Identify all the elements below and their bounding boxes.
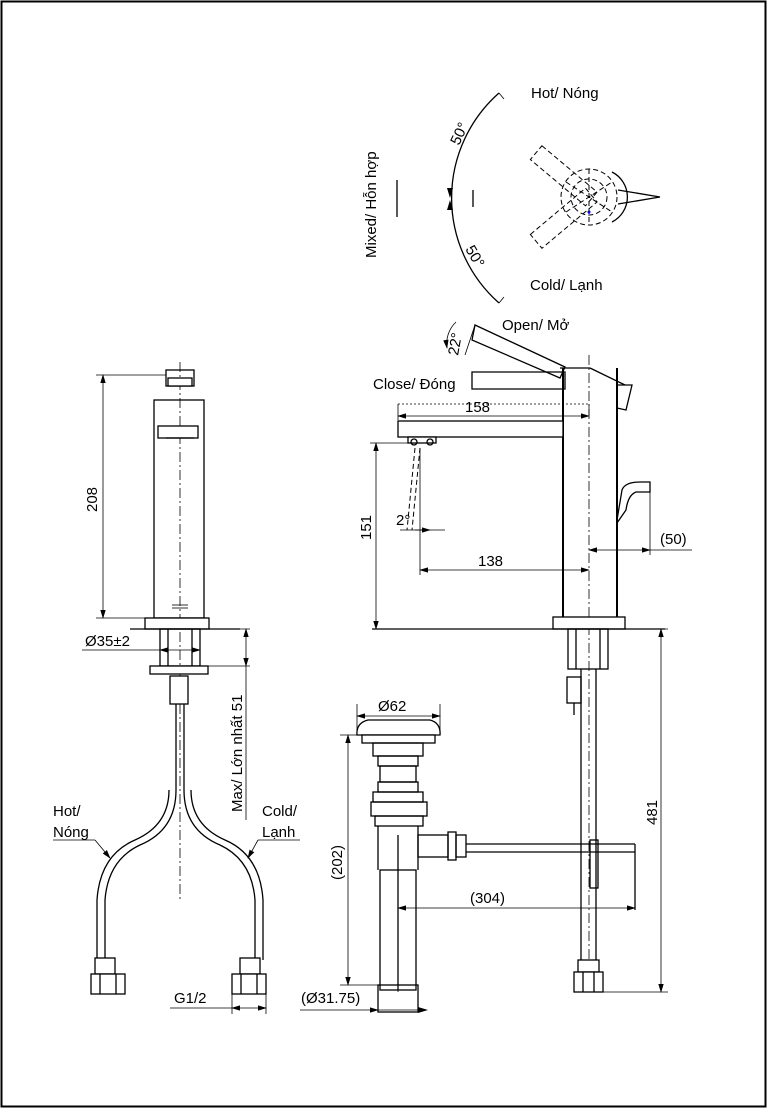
g-thread-label: G1/2 [174, 990, 207, 1007]
faucet-front-view [90, 362, 267, 995]
dim-138-label: 138 [478, 553, 503, 570]
dim-202 [340, 734, 380, 986]
hot-fitting [90, 973, 126, 995]
dim-208 [96, 374, 166, 619]
handle-top-view [396, 92, 661, 304]
angle-open-label: 22° [445, 331, 466, 356]
handle-open [471, 324, 566, 379]
faucet-side-view [372, 321, 665, 993]
dim-208-label: 208 [84, 487, 101, 512]
close-label: Close/ Đóng [373, 376, 456, 393]
mixed-label: Mixed/ Hỗn hợp [363, 151, 380, 258]
nong-short-label: Nóng [53, 824, 89, 841]
dim-151-label: 151 [358, 515, 375, 540]
dim-158-label: 158 [465, 399, 490, 416]
hot-handle-position [529, 187, 598, 249]
angle-cold-label: 50° [462, 243, 488, 271]
cold-lanh-label: Cold/ Lạnh [530, 277, 603, 294]
body-base [552, 616, 626, 630]
dim-151 [370, 442, 408, 630]
dim-g12 [170, 994, 267, 1014]
dim-3175-label: (Ø31.75) [301, 990, 360, 1007]
handle-closed [471, 371, 566, 390]
spout [397, 420, 564, 438]
dim-481-label: 481 [644, 800, 661, 825]
open-label: Open/ Mở [502, 317, 570, 334]
hot-nong-label: Hot/ Nóng [531, 85, 599, 102]
rotation-arc [451, 92, 500, 304]
cold-fitting [231, 973, 267, 995]
cold-short-label: Cold/ [262, 803, 298, 820]
drain-cap [356, 719, 441, 736]
max-length-label: Max/ Lớn nhất 51 [229, 695, 246, 812]
dim-62-label: Ø62 [378, 698, 406, 715]
dim-158 [397, 403, 590, 420]
angle-hot-label: 50° [447, 120, 472, 148]
angle-spout-label: 2° [396, 512, 410, 529]
dim-max-51 [208, 628, 250, 820]
lanh-short-label: Lạnh [262, 824, 295, 841]
dim-304-label: (304) [470, 890, 505, 907]
dim-50-label: (50) [660, 531, 687, 548]
hot-hose [104, 789, 177, 960]
cold-hose [183, 789, 256, 960]
cold-handle-position [529, 145, 598, 207]
dim-62 [356, 704, 441, 735]
dim-50 [588, 492, 692, 555]
pop-up-drain [356, 719, 636, 1013]
dim-35-label: Ø35±2 [85, 633, 130, 650]
dim-202-label: (202) [329, 845, 346, 880]
dim-481 [603, 628, 668, 993]
hot-short-label: Hot/ [53, 803, 81, 820]
dim-3175 [300, 1007, 428, 1013]
